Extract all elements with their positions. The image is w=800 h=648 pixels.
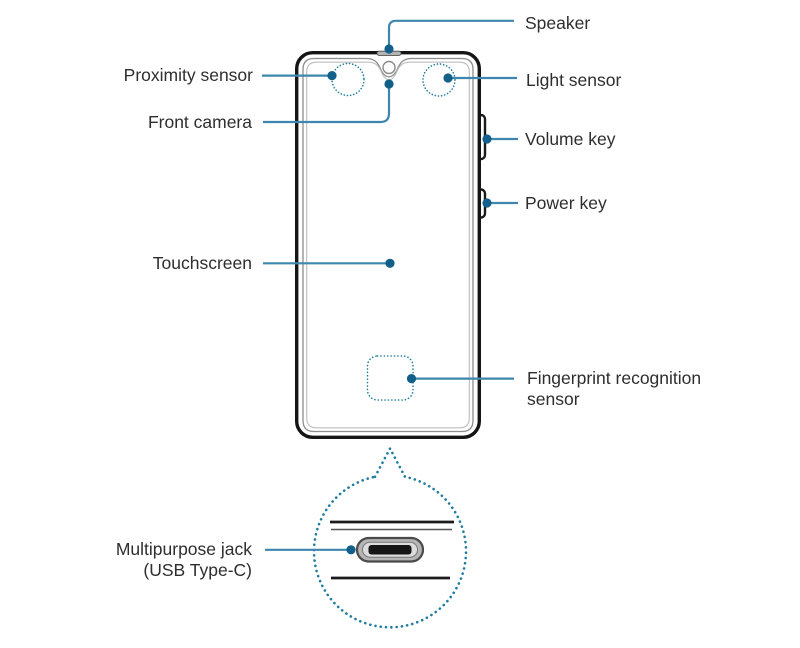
usb-port-slot — [368, 545, 412, 555]
proximity-sensor-label: Proximity sensor — [123, 65, 253, 85]
fingerprint-label-line1: Fingerprint recognition — [527, 368, 702, 388]
jack-dot — [346, 545, 356, 555]
touchscreen-dot — [385, 258, 395, 268]
fingerprint-dot — [406, 374, 417, 384]
front-camera-leader-line — [263, 84, 391, 124]
phone-screen-outline — [306, 61, 470, 429]
proximity-sensor-marker — [331, 62, 365, 97]
power-key-dot — [482, 198, 492, 208]
light-sensor-label: Light sensor — [526, 70, 622, 90]
proximity-dot — [327, 71, 337, 81]
volume-key-label: Volume key — [525, 129, 616, 149]
fingerprint-label-line2: sensor — [527, 389, 580, 409]
light-sensor-dot — [443, 73, 453, 83]
light-sensor-marker — [422, 63, 456, 97]
front-camera-dot — [384, 79, 394, 89]
jack-label-line1: Multipurpose jack — [115, 539, 252, 559]
leader-dots — [327, 44, 492, 555]
speaker-label: Speaker — [525, 12, 591, 33]
leader-lines — [262, 19, 518, 551]
touchscreen-label: Touchscreen — [152, 253, 252, 273]
speaker-dot — [384, 44, 394, 54]
phone-bezel-outline — [302, 57, 474, 433]
power-key-label: Power key — [525, 192, 607, 213]
magnifier-dotted-circle — [312, 445, 468, 629]
magnifier-callout — [312, 445, 468, 629]
fingerprint-sensor-label: Fingerprint recognition sensor — [527, 368, 701, 410]
volume-key-dot — [482, 134, 492, 144]
jack-label-line2: (USB Type-C) — [143, 560, 252, 580]
front-camera-lens — [382, 60, 396, 75]
speaker-leader-line — [387, 19, 514, 49]
front-camera-label: Front camera — [147, 111, 252, 132]
multipurpose-jack-label: Multipurpose jack (USB Type-C) — [116, 539, 252, 581]
